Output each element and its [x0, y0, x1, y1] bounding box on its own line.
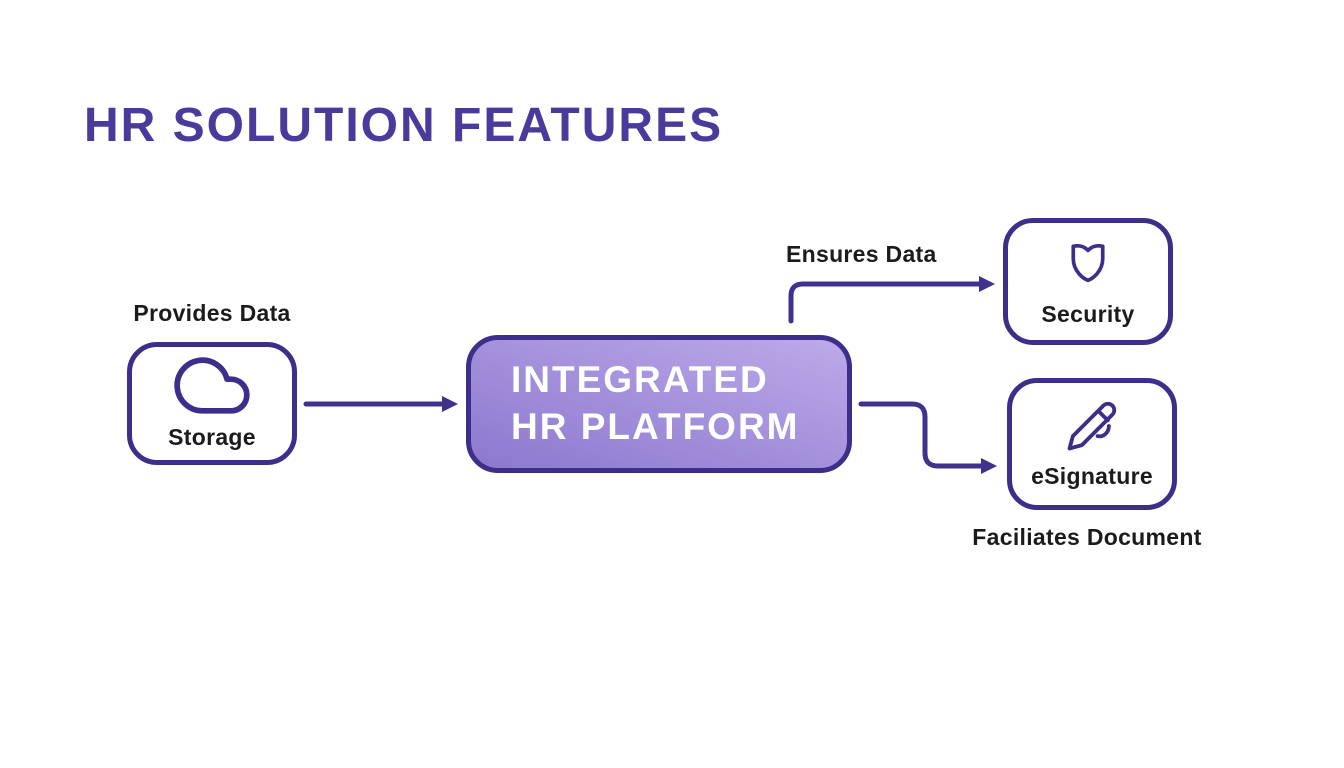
storage-label: Storage — [168, 423, 256, 450]
page-title: HR SOLUTION FEATURES — [84, 99, 724, 152]
platform-label-line1: INTEGRATED — [511, 359, 769, 401]
platform-node: INTEGRATED HR PLATFORM — [466, 335, 852, 473]
edge-platform-to-security — [788, 276, 995, 324]
storage-caption: Provides Data — [133, 300, 291, 326]
storage-node: Storage — [127, 342, 297, 465]
shield-icon — [1062, 235, 1114, 296]
edge-platform-to-esignature — [858, 401, 997, 474]
security-node: Security — [1003, 218, 1173, 345]
esignature-caption: Faciliates Document — [972, 524, 1202, 550]
esignature-label: eSignature — [1031, 462, 1153, 489]
pen-icon — [1065, 399, 1119, 458]
platform-label-line2: HR PLATFORM — [511, 406, 800, 447]
security-label: Security — [1041, 301, 1135, 327]
esignature-node: eSignature — [1007, 378, 1177, 510]
security-caption: Ensures Data — [786, 241, 937, 267]
cloud-icon — [174, 356, 250, 419]
